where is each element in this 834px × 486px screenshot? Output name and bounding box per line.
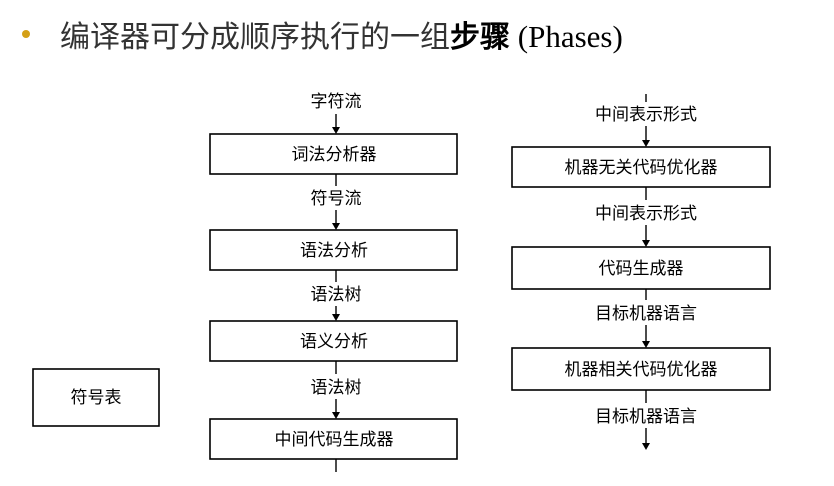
left-box-ir-generator-label: 中间代码生成器 (275, 430, 394, 450)
right-input-label: 中间表示形式 (595, 105, 697, 125)
right-box-1-label: 机器无关代码优化器 (565, 158, 718, 178)
right-arrowhead-1 (642, 240, 650, 247)
left-arrowhead-0 (332, 127, 340, 134)
bullet-dot (22, 30, 30, 38)
title-bold: 步骤 (450, 20, 510, 55)
left-label-3: 语法树 (311, 378, 362, 398)
title-suffix: (Phases) (510, 19, 623, 54)
left-box-ir-generator (209, 418, 458, 460)
right-arrowhead-0 (642, 140, 650, 147)
left-arrowhead-3 (332, 412, 340, 419)
left-arrowhead-1 (332, 223, 340, 230)
left-box-semantic (209, 320, 458, 362)
symbol-table-box (32, 368, 160, 427)
slide-title: 编译器可分成顺序执行的一组步骤 (Phases) (18, 10, 623, 58)
left-box-lexer-label: 词法分析器 (292, 145, 377, 165)
title-prefix: 编译器可分成顺序执行的一组 (60, 20, 450, 55)
right-arrowhead-3 (642, 443, 650, 450)
left-arrowhead-2 (332, 314, 340, 321)
right-box-machine-independent-optimizer (511, 146, 771, 188)
right-arrowhead-2 (642, 341, 650, 348)
right-label-3: 目标机器语言 (595, 407, 697, 427)
title-text: 编译器可分成顺序执行的一组步骤 (Phases) (60, 12, 623, 56)
left-box-parser (209, 229, 458, 271)
left-label-1: 符号流 (311, 189, 362, 209)
right-box-machine-dependent-optimizer (511, 347, 771, 391)
left-box-parser-label: 语法分析 (300, 241, 368, 261)
right-label-2: 目标机器语言 (595, 304, 697, 324)
right-box-2-label: 代码生成器 (599, 259, 684, 279)
left-label-2: 语法树 (311, 285, 362, 305)
right-label-1: 中间表示形式 (595, 204, 697, 224)
symbol-table-label: 符号表 (71, 388, 122, 408)
left-input-label: 字符流 (311, 92, 362, 112)
left-box-lexer (209, 133, 458, 175)
left-box-semantic-label: 语义分析 (300, 332, 368, 352)
right-box-3-label: 机器相关代码优化器 (565, 360, 718, 380)
right-box-code-generator (511, 246, 771, 290)
